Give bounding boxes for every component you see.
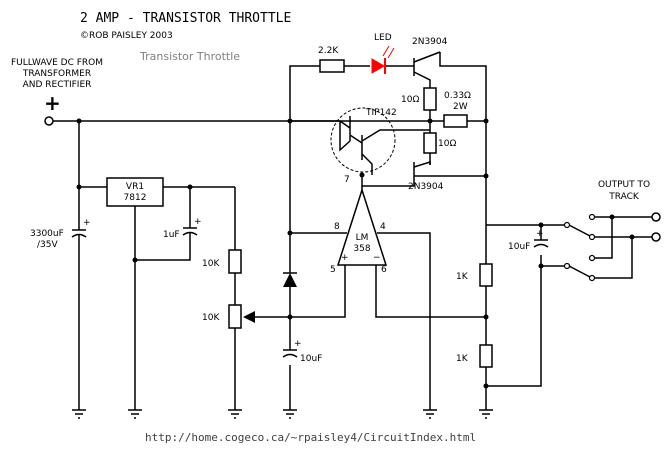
switch-common-wires (541, 224, 565, 267)
c-out-plus: + (536, 229, 544, 239)
opamp-plus: + (341, 253, 349, 263)
opamp-part: 358 (353, 244, 370, 254)
pin-6-label: 6 (381, 265, 387, 275)
q-top-collector-wire (439, 52, 487, 121)
regulator-part: 7812 (124, 193, 147, 203)
opamp-pin4-wire (377, 232, 431, 410)
c-input-plus: + (83, 218, 91, 228)
tip142-q1-emitter (349, 134, 363, 144)
subtitle: Transistor Throttle (139, 50, 240, 63)
tip142-package (330, 107, 396, 173)
opamp-pin5-wire (337, 265, 346, 318)
pin-5-label: 5 (330, 265, 336, 275)
opamp-pin6-wire (375, 265, 486, 318)
title: 2 AMP - TRANSISTOR THROTTLE (80, 11, 291, 26)
input-label-line2: TRANSFORMER (22, 69, 91, 79)
resistor-10-mid (423, 132, 437, 154)
c-10uf-value: 10uF (300, 354, 322, 364)
footer-url[interactable]: http://home.cogeco.ca/~rpaisley4/Circuit… (145, 431, 476, 444)
ground-symbols (72, 409, 493, 419)
tip142-q2 (361, 129, 430, 175)
regulator-name: VR1 (126, 182, 144, 192)
q-top-label: 2N3904 (412, 37, 448, 47)
q-bottom-wire (361, 175, 415, 187)
input-plus-sign: + (44, 91, 61, 115)
output-terminal-2[interactable] (651, 232, 661, 242)
switch-top-contacts (594, 216, 653, 238)
capacitor-1uf (135, 187, 198, 261)
resistor-033 (443, 114, 468, 128)
r-10-mid-label: 10Ω (438, 139, 456, 149)
r-1k-bottom-label: 1K (456, 354, 469, 364)
r-033-label: 0.33Ω (444, 91, 471, 101)
capacitor-10uf (282, 349, 298, 358)
input-label-line3: AND RECTIFIER (23, 80, 92, 90)
resistor-1k-top (479, 263, 493, 287)
opamp-minus: − (373, 253, 381, 263)
r-10-top-label: 10Ω (401, 95, 419, 105)
q-bottom-label: 2N3904 (408, 182, 444, 192)
c-input-value: 3300uF (30, 229, 64, 239)
q-bottom-body (413, 160, 486, 177)
resistor-10k (228, 249, 242, 274)
r-2k2-label: 2.2K (318, 46, 339, 56)
r-10k-label: 10K (202, 259, 220, 269)
switch-cross-wires (594, 217, 633, 279)
resistor-2k2 (319, 59, 345, 73)
pin-7-label: 7 (344, 175, 350, 185)
c-out-value: 10uF (508, 242, 530, 252)
input-capacitor (71, 121, 87, 410)
led-label: LED (374, 33, 392, 43)
r-1k-top-label: 1K (456, 272, 469, 282)
resistor-10-top (423, 87, 437, 111)
pin-8-label: 8 (334, 222, 340, 232)
tip142-label: TIP142 (365, 108, 397, 118)
q-top-body (413, 51, 441, 88)
opamp-name: LM (356, 233, 369, 243)
output-terminal-1[interactable] (651, 212, 661, 222)
output-label-line2: TRACK (608, 192, 640, 202)
pot-10k-label: 10K (202, 313, 220, 323)
zener-diode (283, 273, 297, 287)
top-branch-wire (289, 65, 414, 121)
c-input-rating: /35V (37, 240, 58, 250)
dpdt-switch-blades[interactable] (568, 224, 591, 278)
resistor-1k-bottom (479, 344, 493, 368)
output-label-line1: OUTPUT TO (598, 180, 650, 190)
c-1uf-plus: + (194, 217, 202, 227)
author: ©ROB PAISLEY 2003 (80, 31, 173, 41)
c-10uf-plus: + (294, 339, 302, 349)
opamp-lm358 (336, 187, 388, 266)
c-1uf-value: 1uF (163, 230, 180, 240)
led (371, 58, 385, 74)
potentiometer-10k[interactable] (228, 304, 242, 329)
r-033-rating: 2W (453, 102, 468, 112)
tip142-q1 (290, 116, 351, 141)
input-label-line1: FULLWAVE DC FROM (11, 58, 103, 68)
pin-4-label: 4 (380, 222, 386, 232)
input-terminal[interactable] (44, 116, 54, 126)
capacitor-out-10uf (533, 239, 549, 248)
